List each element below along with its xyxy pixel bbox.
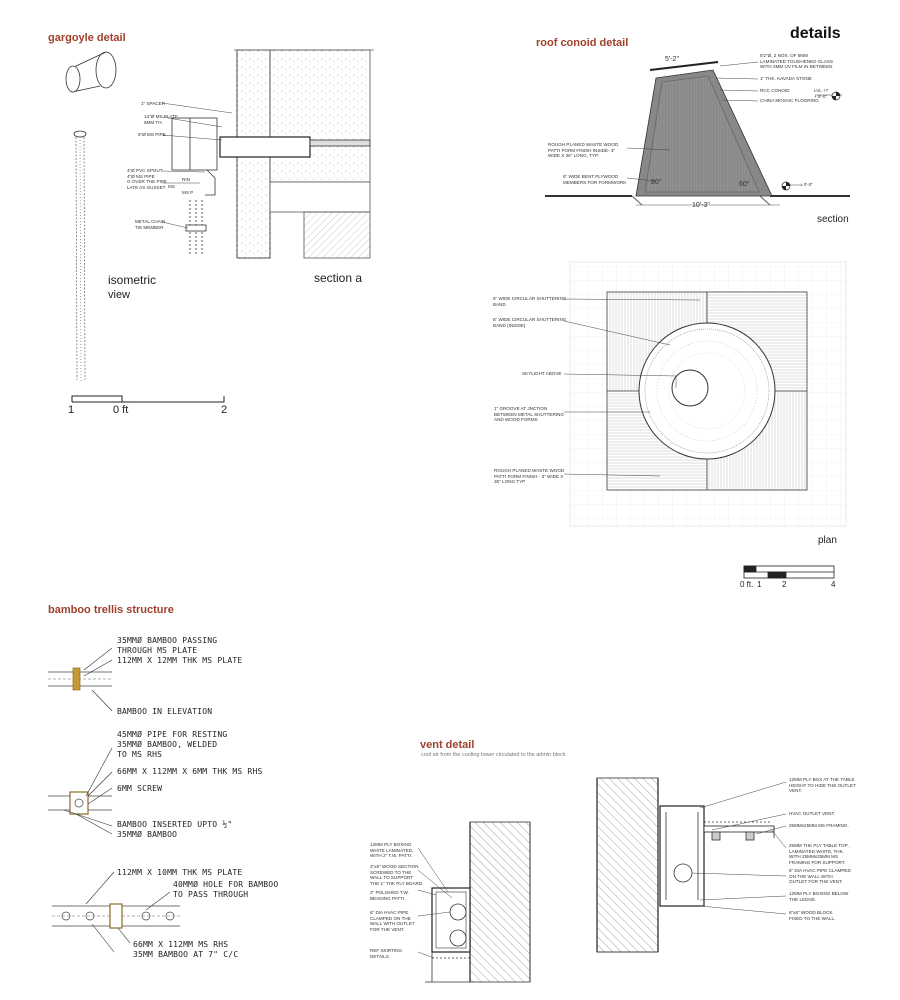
gargoyle-note-spacer: 1" SPACER (141, 101, 166, 106)
vent-left-note-2: 3"x6" WOOD SECTION SCREWED TO THE WALL T… (370, 864, 424, 886)
roof-section-drawing (545, 61, 850, 206)
bamboo-note-6: 6MM SCREW (117, 784, 163, 793)
vent-right-note-6: 12MM PLY BOXING BELOW THE LEDGE. (789, 891, 849, 902)
roof-note-rcc: RCC CONOID (760, 88, 790, 93)
vent-subtitle: cool air from the cooling tower circulat… (421, 752, 566, 758)
bamboo-leaders (63, 647, 171, 953)
roof-scale-two: 2 (782, 580, 787, 589)
roof-dim-bottom: 10'-3" (692, 202, 710, 209)
plan-note-patti: ROUGH PLANED WASTE WOOD PATTI FORM FINIS… (494, 468, 565, 485)
page-title: details (790, 25, 841, 42)
roof-scale-bar (743, 565, 835, 579)
roof-level-top: LVL +7 + 8'-0" (814, 88, 829, 99)
roof-plan-drawing (569, 261, 847, 527)
roof-section-label: section (817, 214, 849, 225)
bamboo-note-5: 66MM X 112MM X 6MM THK MS RHS (117, 767, 263, 776)
bamboo-note-10: 66MM X 112MM MS RHS 35MM BAMBOO AT 7" C/… (133, 940, 239, 959)
vent-right-note-5: 6" DIA HVAC PIPE CLAMPED ON THE WALL WIT… (789, 868, 851, 885)
gargoyle-note-msp: MS P (182, 190, 194, 195)
plan-note-band-inside: 6" WIDE CIRCULAR SHUTTERING BAND (INSIDE… (493, 317, 567, 328)
gargoyle-scale-mid: 0 ft (113, 404, 129, 416)
roof-dim-top: 5'-2" (665, 56, 679, 63)
bamboo-drawing-3 (52, 903, 180, 929)
gargoyle-view-label: view (108, 289, 131, 301)
roof-scale-four: 4 (831, 580, 836, 589)
plan-note-band: 6" WIDE CIRCULAR SHUTTERING BAND (493, 296, 567, 307)
gargoyle-note-ms: MS (168, 184, 175, 189)
bamboo-drawing-1 (48, 667, 112, 691)
roof-section-leaders (626, 61, 842, 186)
roof-angle-right: 60° (739, 181, 750, 188)
vent-right-drawing (596, 777, 775, 953)
gargoyle-scale-right: 2 (221, 404, 228, 416)
gargoyle-isometric-drawing (65, 51, 117, 383)
gargoyle-note-spout: 4"Ø PVC SPOUT 4"Ø MS PIPE G OVER THE PIP… (127, 168, 167, 190)
gargoyle-note-rin: RIN (182, 177, 190, 182)
gargoyle-scale-bar (71, 395, 225, 403)
vent-left-leaders (417, 847, 453, 959)
roof-level-ground: ± 0'-0" (800, 182, 813, 187)
plan-note-groove: 1" GROOVE AT JNCTION BETWEEN METAL SHUTT… (494, 406, 564, 423)
bamboo-note-8: 112MM X 10MM THK MS PLATE (117, 868, 243, 877)
vent-title: vent detail (420, 739, 475, 751)
gargoyle-title: gargoyle detail (48, 32, 126, 44)
bamboo-note-4: 45MMØ PIPE FOR RESTING 35MMØ BAMBOO, WEL… (117, 730, 228, 759)
vent-left-note-1: 12MM PLY BOXING WHITE LAMINATED, WITH 2"… (370, 842, 414, 859)
gargoyle-section-drawing (171, 49, 374, 259)
bamboo-title: bamboo trellis structure (48, 604, 174, 616)
vent-left-drawing (425, 821, 531, 983)
vent-right-note-3: 25MMx25MM MS FRAMING. (789, 823, 849, 828)
gargoyle-note-chain: METAL CHAIN TIE MEMBER (135, 219, 166, 230)
vent-right-leaders (691, 781, 787, 915)
bamboo-note-7: BAMBOO INSERTED UPTO ½" 35MMØ BAMBOO (117, 820, 233, 839)
gargoyle-section-label: section a (314, 271, 363, 285)
bamboo-note-2: 112MM X 12MM THK MS PLATE (117, 656, 243, 665)
vent-right-note-4: 25MM THK PLY TABLE TOP , LAMINATED WHITE… (789, 843, 851, 865)
roof-scale-one: 1 (757, 580, 762, 589)
roof-note-plywood: 6" WIDE BENT PLYWOOD MEMBERS FOR FORMWOR… (563, 174, 627, 185)
roof-note-patti: ROUGH PLANED WASTE WOOD PATTI FORM FINIS… (548, 142, 619, 159)
roof-scale-zero: 0 ft. (740, 580, 754, 589)
bamboo-note-3: BAMBOO IN ELEVATION (117, 707, 213, 716)
vent-right-note-2: HVAC OUTLET VENT. (789, 811, 836, 816)
vent-left-note-5: REF SKIRTING DETAILS (370, 948, 403, 959)
vent-left-note-3: 2" POLISHED T.W. BEADING PATTI. (370, 890, 409, 901)
roof-title: roof conoid detail (536, 37, 629, 49)
vent-right-note-7: 6"x6" WOOD BLOCK FIXED TO THE WALL. (789, 910, 836, 921)
plan-note-skylight: SKYLIGHT ABOVE (522, 371, 562, 376)
vent-left-note-4: 6" DIA HVAC PIPE CLAMPED ON THE WALL WIT… (370, 910, 415, 932)
gargoyle-note-pipe: 5"Ø MS PIPE (138, 132, 166, 137)
roof-note-glass: 5'2"Ø, 2 NOS. OF 6MM LAMINATED TOUGHENED… (760, 53, 834, 70)
vent-right-note-1: 12MM PLY BOX AT THE TABLE HEIGHT TO HIDE… (789, 777, 856, 794)
bamboo-note-9: 40MMØ HOLE FOR BAMBOO TO PASS THROUGH (173, 880, 279, 899)
roof-angle-left: 80° (651, 179, 662, 186)
roof-note-stone: 1" THK. KAVADA STONE (760, 76, 812, 81)
roof-plan-label: plan (818, 535, 837, 546)
bamboo-drawing-2 (48, 791, 112, 815)
gargoyle-isometric-label: isometric (108, 273, 157, 287)
roof-level-marks (781, 91, 841, 191)
bamboo-note-1: 35MMØ BAMBOO PASSING THROUGH MS PLATE (117, 636, 218, 655)
roof-plan-leaders (563, 298, 701, 477)
gargoyle-note-plate: 14"Ø MS PLATE 5MM TH. (144, 114, 178, 125)
gargoyle-scale-left: 1 (68, 404, 75, 416)
gargoyle-leaders (161, 102, 233, 229)
roof-note-mosaic: CHINA MOSAIC FLOORING (760, 98, 819, 103)
